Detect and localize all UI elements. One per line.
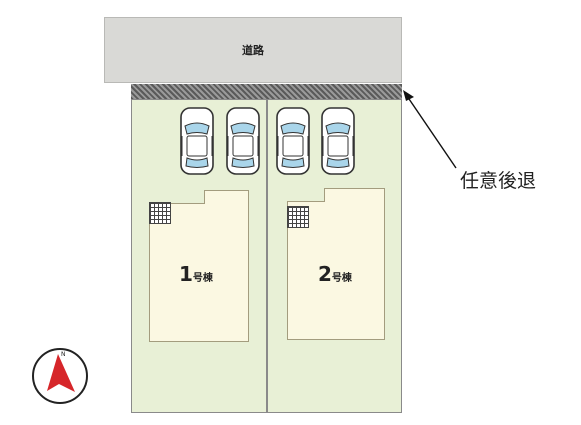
road-label: 道路 (242, 44, 264, 57)
entrance-grid (149, 202, 171, 224)
house-suffix: 号棟 (192, 273, 213, 284)
north-label: N (61, 351, 66, 358)
road: 道路 (104, 17, 402, 83)
car-icon (226, 107, 260, 175)
car-icon (276, 107, 310, 175)
compass-icon: N (32, 348, 88, 404)
car-icon (180, 107, 214, 175)
house-2-label: 2号棟 (318, 262, 352, 286)
setback-callout-label: 任意後退 (460, 170, 537, 192)
house-suffix: 号棟 (331, 273, 352, 284)
entrance-grid (287, 206, 309, 228)
setback-strip (131, 84, 402, 99)
entry-porch (287, 188, 325, 202)
house-1-label: 1号棟 (179, 262, 213, 286)
house-number: 1 (179, 262, 193, 286)
entry-porch (149, 190, 205, 204)
house-number: 2 (318, 262, 332, 286)
car-icon (321, 107, 355, 175)
